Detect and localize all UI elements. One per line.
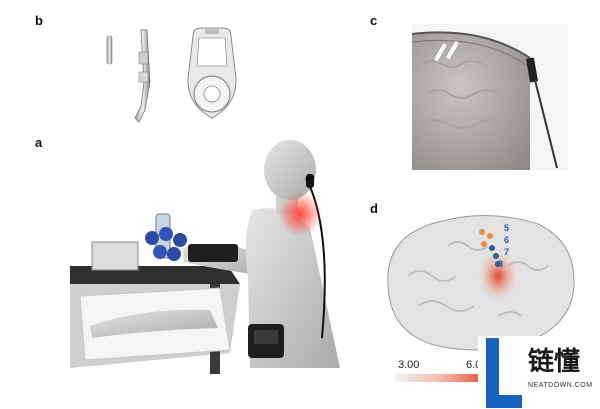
- color-scale-bar: [395, 374, 490, 382]
- electrode-label-7: 7: [504, 247, 510, 257]
- brain-activation-map: [387, 214, 575, 351]
- device-front-view: [187, 27, 237, 119]
- panel-label-b: b: [35, 13, 43, 28]
- robotic-glove: [145, 227, 187, 261]
- target-box: [91, 241, 139, 271]
- user-setup-illustration: [70, 140, 340, 374]
- scale-max-label: 6.0: [466, 359, 482, 371]
- neatdown-logo-icon: [486, 338, 522, 408]
- skull-cross-section: [412, 24, 568, 170]
- electrode-label-6: 6: [504, 235, 510, 245]
- watermark: 链懂 NEATDOWN.COM: [478, 336, 600, 409]
- panel-label-a: a: [35, 135, 43, 150]
- electrode-label-8: 8: [498, 259, 504, 269]
- watermark-chinese-name: 链懂: [528, 346, 581, 376]
- watermark-site: NEATDOWN.COM: [528, 382, 593, 389]
- device-side-disk: [106, 35, 113, 65]
- panel-label-d: d: [370, 201, 378, 216]
- electrode-label-5: 5: [504, 223, 510, 233]
- head: [264, 140, 316, 200]
- scale-min-label: 3.00: [398, 359, 420, 371]
- device-illustration: [106, 27, 237, 123]
- stimulation-glow: [278, 192, 322, 236]
- panel-label-c: c: [370, 13, 378, 28]
- electrode-grid: [479, 229, 501, 267]
